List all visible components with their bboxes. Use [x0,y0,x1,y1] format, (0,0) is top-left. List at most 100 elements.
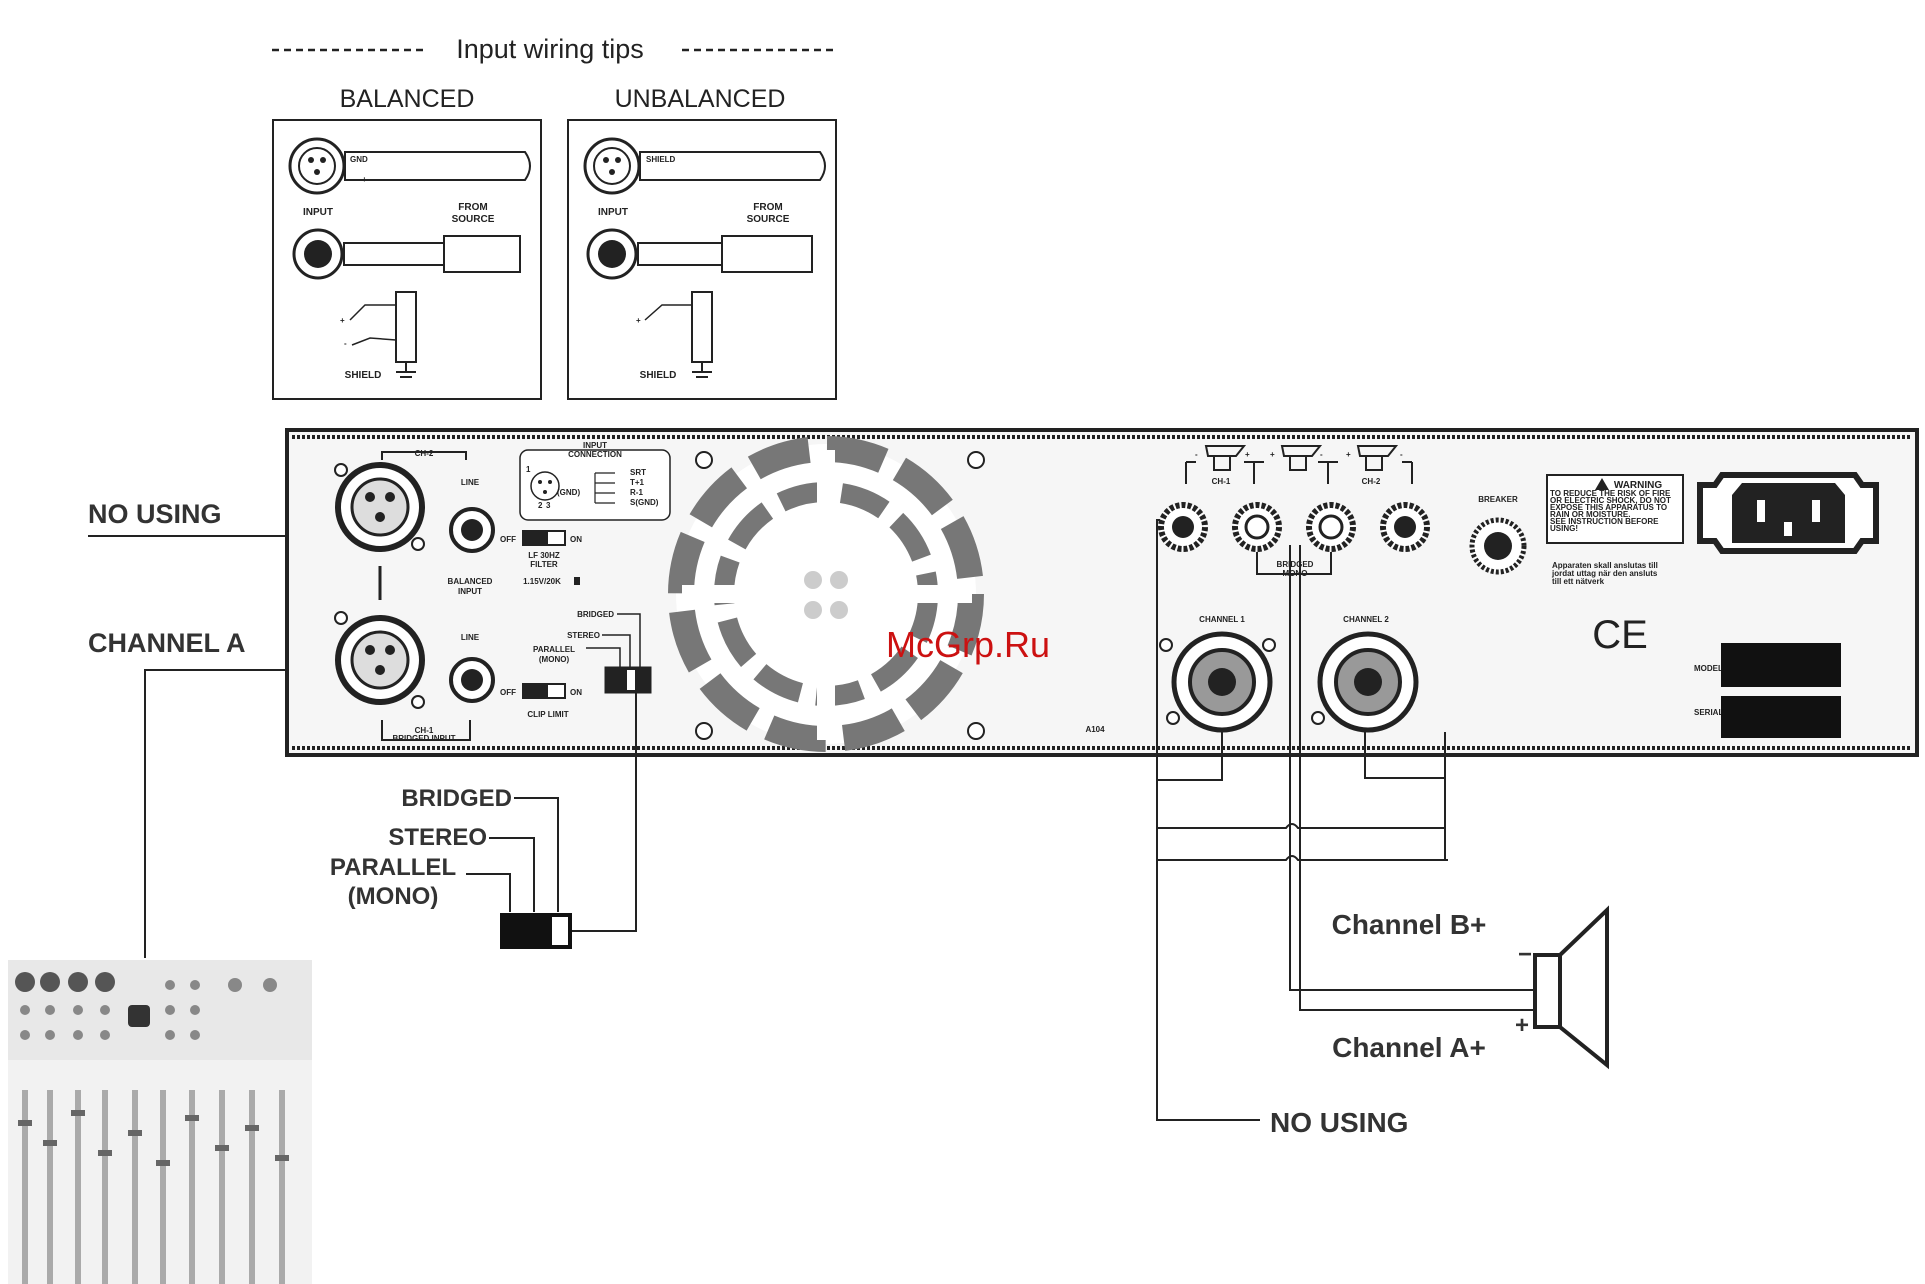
warning-text: TO REDUCE THE RISK OF FIRE OR ELECTRIC S… [1550,489,1673,533]
model-plate [1721,643,1841,687]
svg-text:(GND): (GND) [557,488,580,497]
svg-text:S(GND): S(GND) [630,498,659,507]
ch2-bracket [381,451,467,460]
mode-leader-lines [586,613,641,668]
speaker-symbols [1185,445,1413,484]
mode-switch-callout-line [572,678,637,932]
svg-text:+: + [340,316,345,325]
speaker-ch2-label: CH-2 [1362,477,1381,486]
bridged-mono-bracket [1256,552,1332,575]
speaker-plus-sign: + [1515,1012,1529,1039]
serial-plate-label: SERIAL [1694,708,1723,717]
svg-text:+: + [636,316,641,325]
svg-text:-: - [344,339,347,348]
channel-b-plus-label: Channel B+ [1332,909,1487,940]
svg-text:+: + [362,175,367,184]
balanced-title: BALANCED [340,85,475,113]
clip-off-label: OFF [500,688,516,697]
mixer-illustration [8,960,312,1284]
speaker-sign-3: + [1270,450,1275,459]
svg-text:1: 1 [526,465,531,474]
lf-off-label: OFF [500,535,516,544]
no-using-bottom-label: NO USING [1270,1107,1408,1138]
switch-leader-lines [466,797,559,912]
speaker-sign-4: - [1320,450,1323,459]
svg-text:SHIELD: SHIELD [646,155,676,164]
sensitivity-label: 1.15V/20K [523,577,561,586]
breaker-button[interactable] [1469,517,1527,575]
parallel-label: PARALLEL(MONO) [330,854,456,910]
xlr-ch2-connector [335,462,425,552]
clip-limit-label: CLIP LIMIT [527,710,568,719]
model-code: A104 [1085,725,1105,734]
balanced-xlr-illustration: GND - + [288,137,531,195]
ch1-bracket [381,720,471,741]
bridged-label: BRIDGED [401,785,512,812]
line-label-top: LINE [461,478,480,487]
balanced-shield-label: SHIELD [345,370,382,381]
breaker-label: BREAKER [1478,495,1518,504]
cooling-fan [668,436,984,752]
ch2-label: CH-2 [415,449,434,458]
stereo-label: STEREO [388,824,487,851]
unbalanced-input-label: INPUT [598,207,628,218]
nordic-warning-text: Apparaten skall anslutas till jordat utt… [1551,561,1660,586]
lf-filter-switch-knob [548,532,564,544]
model-plate-label: MODEL [1694,664,1723,673]
sensitivity-indicator [574,577,580,585]
speaker-wiring [1156,519,1535,1121]
channel2-label: CHANNEL 2 [1343,615,1389,624]
output-speaker-icon [1533,905,1609,1070]
speakon-channel2 [1317,631,1419,733]
balanced-input-label: INPUT [303,207,333,218]
input-connection-schematic: SRT T+1 R-1 S(GND) (GND) 1 2 3 [526,465,659,510]
svg-text:3: 3 [546,501,551,510]
clip-limit-switch-knob [548,685,564,697]
watermark: McGrp.Ru [886,624,1050,665]
speaker-minus-sign: − [1518,941,1532,968]
mode-stereo-label: STEREO [567,631,600,640]
trs-jack-ch2 [449,507,495,553]
lf-on-label: ON [570,535,582,544]
channel-a-plus-label: Channel A+ [1332,1032,1486,1063]
binding-posts [1158,502,1430,552]
channel1-label: CHANNEL 1 [1199,615,1245,624]
channel-a-label: CHANNEL A [88,628,246,658]
mode-switch-enlarged-knob [552,917,568,945]
balanced-jack-illustration: + - [292,228,521,378]
page-title: Input wiring tips [456,34,644,64]
ce-mark: CE [1592,613,1648,657]
xlr-ch1-connector [335,615,425,705]
balanced-box [272,119,542,400]
speakon-channel1 [1171,631,1273,733]
unbalanced-shield-label: SHIELD [640,370,677,381]
speaker-sign-2: + [1245,450,1250,459]
no-using-left-label: NO USING [88,499,222,529]
channel-a-cable [144,669,287,958]
svg-text:2: 2 [538,501,543,510]
warning-title: WARNING [1614,480,1663,491]
svg-text:R-1: R-1 [630,488,643,497]
unbalanced-box [567,119,837,400]
warning-label [1546,474,1684,544]
clip-on-label: ON [570,688,582,697]
unbalanced-xlr-illustration: SHIELD [583,137,826,195]
svg-text:-: - [348,175,351,184]
unbalanced-title: UNBALANCED [615,85,786,113]
mode-parallel-label: PARALLEL(MONO) [533,645,575,664]
mode-bridged-label: BRIDGED [577,610,614,619]
unbalanced-jack-illustration: + [586,228,813,378]
speaker-sign-6: - [1400,450,1403,459]
warning-triangle-icon [1595,478,1609,490]
speaker-sign-5: + [1346,450,1351,459]
mode-selector-knob [627,670,635,690]
svg-text:T+1: T+1 [630,478,645,487]
